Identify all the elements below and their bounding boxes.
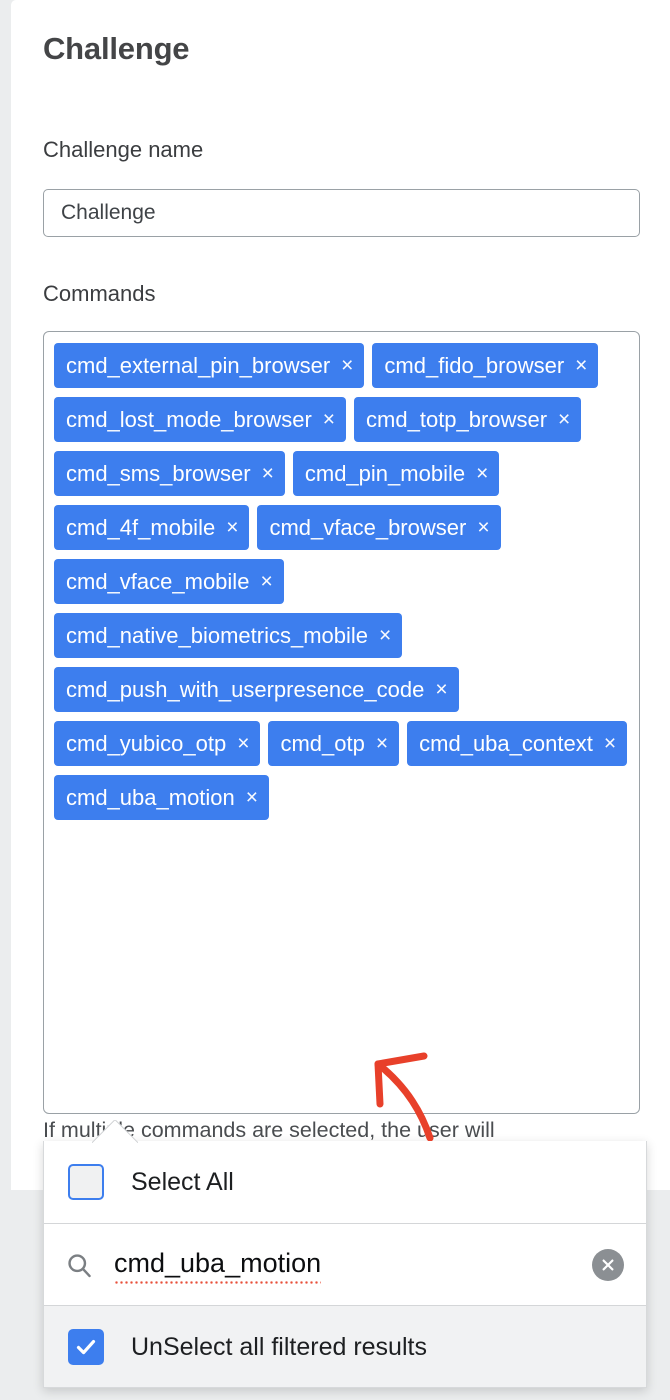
clear-search-icon[interactable] bbox=[592, 1248, 624, 1281]
command-chip[interactable]: cmd_totp_browser × bbox=[354, 397, 582, 442]
commands-multiselect-box[interactable]: cmd_external_pin_browser×cmd_fido_browse… bbox=[43, 331, 640, 1114]
command-chip-label: cmd_otp bbox=[280, 730, 365, 756]
command-chip-remove-icon[interactable]: × bbox=[226, 516, 239, 539]
dropdown-item-select-all[interactable]: Select All bbox=[44, 1141, 646, 1224]
command-chip-label: cmd_yubico_otp bbox=[66, 730, 227, 756]
unselect-all-filtered-label: UnSelect all filtered results bbox=[131, 1332, 427, 1361]
command-chip[interactable]: cmd_fido_browser × bbox=[372, 343, 599, 388]
command-chip-label: cmd_external_pin_browser bbox=[66, 352, 331, 378]
command-chip-list: cmd_external_pin_browser×cmd_fido_browse… bbox=[54, 343, 629, 820]
search-input-value: cmd_uba_motion bbox=[114, 1248, 322, 1284]
search-icon bbox=[64, 1250, 94, 1280]
challenge-name-label: Challenge name bbox=[43, 137, 204, 162]
command-chip-remove-icon[interactable]: × bbox=[245, 786, 259, 809]
page-title: Challenge bbox=[43, 31, 190, 66]
select-all-checkbox[interactable] bbox=[68, 1164, 104, 1200]
command-chip-label: cmd_vface_browser bbox=[269, 514, 467, 540]
command-chip-label: cmd_sms_browser bbox=[66, 460, 251, 486]
command-chip-remove-icon[interactable]: × bbox=[476, 462, 489, 485]
command-chip-remove-icon[interactable]: × bbox=[477, 516, 490, 539]
command-chip[interactable]: cmd_vface_mobile × bbox=[54, 559, 284, 604]
command-chip-remove-icon[interactable]: × bbox=[260, 570, 273, 593]
select-all-label: Select All bbox=[131, 1167, 234, 1196]
command-chip-label: cmd_uba_context bbox=[419, 730, 593, 756]
dropdown-item-unselect-all-filtered[interactable]: UnSelect all filtered results bbox=[44, 1306, 646, 1387]
command-chip[interactable]: cmd_sms_browser × bbox=[54, 451, 285, 496]
command-chip-label: cmd_totp_browser bbox=[366, 406, 548, 432]
command-chip[interactable]: cmd_uba_context × bbox=[407, 721, 628, 766]
dropdown-search-row[interactable]: cmd_uba_motion bbox=[44, 1224, 646, 1306]
command-chip-label: cmd_fido_browser bbox=[384, 352, 565, 378]
command-chip-label: cmd_pin_mobile bbox=[304, 460, 466, 486]
command-chip-label: cmd_push_with_userpresence_code bbox=[66, 676, 425, 702]
command-chip-label: cmd_lost_mode_browser bbox=[66, 406, 312, 432]
command-chip-remove-icon[interactable]: × bbox=[375, 732, 389, 755]
command-chip-label: cmd_native_biometrics_mobile bbox=[66, 622, 369, 648]
unselect-all-filtered-checkbox[interactable] bbox=[68, 1329, 104, 1365]
command-chip[interactable]: cmd_lost_mode_browser × bbox=[54, 397, 347, 442]
command-chip-remove-icon[interactable]: × bbox=[237, 732, 250, 755]
command-chip[interactable]: cmd_uba_motion × bbox=[54, 775, 270, 820]
command-chip-remove-icon[interactable]: × bbox=[575, 354, 588, 377]
command-chip[interactable]: cmd_pin_mobile × bbox=[292, 451, 500, 496]
command-chip-label: cmd_vface_mobile bbox=[66, 568, 250, 594]
commands-label: Commands bbox=[43, 281, 156, 306]
command-chip-remove-icon[interactable]: × bbox=[558, 408, 571, 431]
command-chip[interactable]: cmd_4f_mobile × bbox=[54, 505, 250, 550]
command-chip-remove-icon[interactable]: × bbox=[261, 462, 274, 485]
command-chip-remove-icon[interactable]: × bbox=[379, 624, 392, 647]
command-chip[interactable]: cmd_push_with_userpresence_code × bbox=[54, 667, 459, 712]
dropdown-caret-icon bbox=[92, 1120, 138, 1143]
challenge-name-input[interactable] bbox=[43, 189, 640, 237]
command-chip[interactable]: cmd_external_pin_browser × bbox=[54, 343, 365, 388]
command-chip-label: cmd_uba_motion bbox=[66, 784, 235, 810]
challenge-card: Challenge Challenge name Commands cmd_ex… bbox=[11, 0, 670, 1190]
commands-dropdown-panel: Select All cmd_uba_motion bbox=[43, 1141, 647, 1388]
command-chip-label: cmd_4f_mobile bbox=[66, 514, 216, 540]
search-input[interactable]: cmd_uba_motion bbox=[114, 1248, 646, 1284]
command-chip-remove-icon[interactable]: × bbox=[322, 408, 336, 431]
command-chip[interactable]: cmd_native_biometrics_mobile × bbox=[54, 613, 403, 658]
command-chip-remove-icon[interactable]: × bbox=[341, 354, 354, 377]
command-chip[interactable]: cmd_yubico_otp × bbox=[54, 721, 261, 766]
command-chip-remove-icon[interactable]: × bbox=[603, 732, 617, 755]
command-chip-remove-icon[interactable]: × bbox=[435, 678, 448, 701]
command-chip[interactable]: cmd_otp × bbox=[268, 721, 400, 766]
command-chip[interactable]: cmd_vface_browser × bbox=[257, 505, 501, 550]
